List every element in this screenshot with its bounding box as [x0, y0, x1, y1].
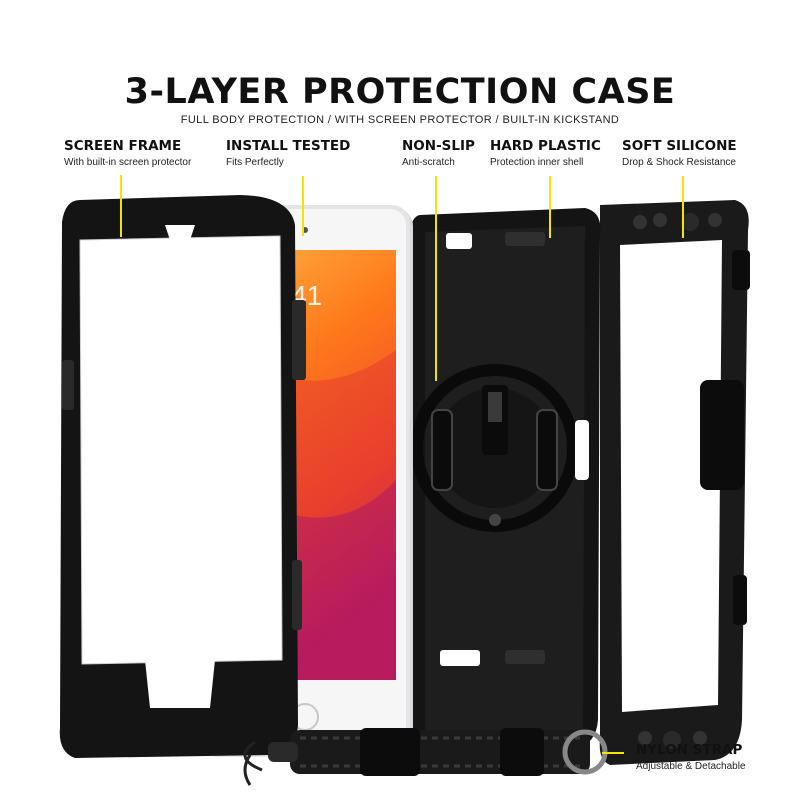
feature-nylon-strap: NYLON STRAP Adjustable & Detachable	[636, 742, 746, 772]
feature-install-tested: INSTALL TESTED Fits Perfectly	[226, 138, 350, 168]
non-slip-pointer	[435, 176, 437, 381]
nylon-strap-pointer	[602, 752, 624, 754]
feature-title: HARD PLASTIC	[490, 138, 601, 154]
screen-frame-layer	[59, 195, 306, 758]
hard-plastic-pointer	[549, 176, 551, 238]
feature-subtitle: Protection inner shell	[490, 157, 584, 168]
nylon-strap	[243, 728, 608, 786]
feature-title: SOFT SILICONE	[622, 138, 737, 154]
screen-frame-pointer	[120, 175, 122, 237]
page-title: 3-LAYER PROTECTION CASE	[124, 72, 676, 112]
install-tested-pointer	[302, 176, 304, 236]
feature-screen-frame: SCREEN FRAME With built-in screen protec…	[64, 138, 191, 168]
hard-plastic-layer	[410, 208, 601, 766]
feature-non-slip: NON-SLIP Anti-scratch	[402, 138, 475, 168]
page-subtitle: FULL BODY PROTECTION / WITH SCREEN PROTE…	[180, 114, 620, 126]
feature-hard-plastic: HARD PLASTIC Protection inner shell	[490, 138, 601, 168]
feature-soft-silicone: SOFT SILICONE Drop & Shock Resistance	[622, 138, 737, 168]
feature-subtitle: With built-in screen protector	[64, 157, 192, 168]
feature-subtitle: Drop & Shock Resistance	[622, 157, 736, 168]
feature-title: SCREEN FRAME	[64, 138, 182, 154]
feature-title: INSTALL TESTED	[226, 138, 351, 154]
feature-title: NYLON STRAP	[636, 742, 743, 758]
feature-subtitle: Fits Perfectly	[226, 157, 284, 168]
feature-subtitle: Anti-scratch	[402, 157, 455, 168]
feature-subtitle: Adjustable & Detachable	[636, 761, 746, 772]
feature-title: NON-SLIP	[402, 138, 475, 154]
soft-silicone-pointer	[682, 176, 684, 238]
soft-silicone-layer	[599, 200, 750, 765]
